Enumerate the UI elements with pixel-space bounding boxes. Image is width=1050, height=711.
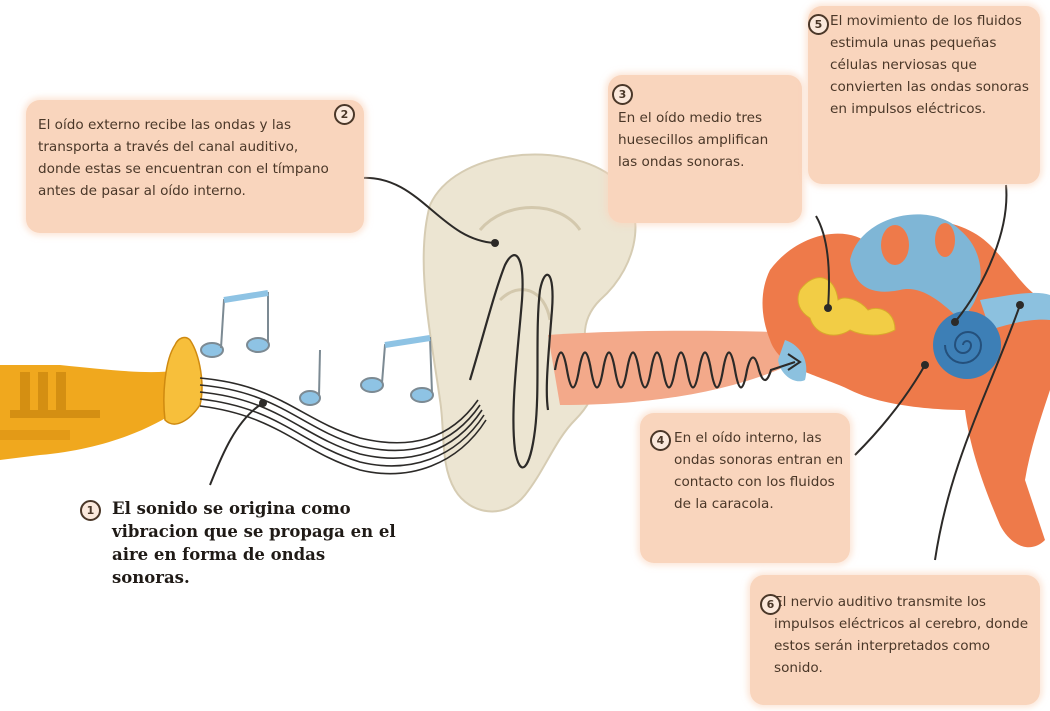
step-4-text: En el oído interno, las ondas sonoras en… xyxy=(674,430,844,512)
ear-fold xyxy=(478,206,582,231)
step-2-number: 2 xyxy=(334,104,355,125)
step-6-number: 6 xyxy=(760,594,781,615)
step-2-text: El oído externo recibe las ondas y las t… xyxy=(38,117,329,199)
step-6-box: El nervio auditivo transmite los impulso… xyxy=(750,575,1040,705)
step-2-box: El oído externo recibe las ondas y las t… xyxy=(26,100,364,233)
step-3-box: En el oído medio tres huesecillos amplif… xyxy=(608,75,802,223)
step-5-text: El movimiento de los fluidos estimula un… xyxy=(830,13,1029,117)
leader-lines xyxy=(209,176,1021,561)
step-3-text: En el oído medio tres huesecillos amplif… xyxy=(618,110,769,170)
cochlea-spiral xyxy=(944,331,983,364)
music-notes xyxy=(200,290,434,406)
leader-dots xyxy=(259,239,1024,407)
wave-arrow-icon xyxy=(787,353,802,371)
step-4-number: 4 xyxy=(650,430,671,451)
ear-canal xyxy=(548,330,800,405)
sound-wave-loops xyxy=(468,254,554,469)
cochlea xyxy=(933,311,1001,379)
ear-fold-inner xyxy=(498,288,552,321)
step-1-text: El sonido se origina como vibracion que … xyxy=(112,499,396,587)
trumpet-illustration xyxy=(0,336,203,460)
eardrum xyxy=(778,340,807,382)
canal-loop-1 xyxy=(881,225,909,265)
step-1-number: 1 xyxy=(80,500,101,521)
step-5-box: El movimiento de los fluidos estimula un… xyxy=(808,6,1040,184)
ossicles xyxy=(797,277,896,336)
canal-loop-2 xyxy=(935,223,955,257)
step-5-number: 5 xyxy=(808,14,829,35)
step-6-text: El nervio auditivo transmite los impulso… xyxy=(774,594,1029,676)
auditory-nerve-band xyxy=(980,292,1050,330)
sound-wave-canal xyxy=(553,351,796,389)
step-3-number: 3 xyxy=(612,84,633,105)
step-4-box: En el oído interno, las ondas sonoras en… xyxy=(640,413,850,563)
